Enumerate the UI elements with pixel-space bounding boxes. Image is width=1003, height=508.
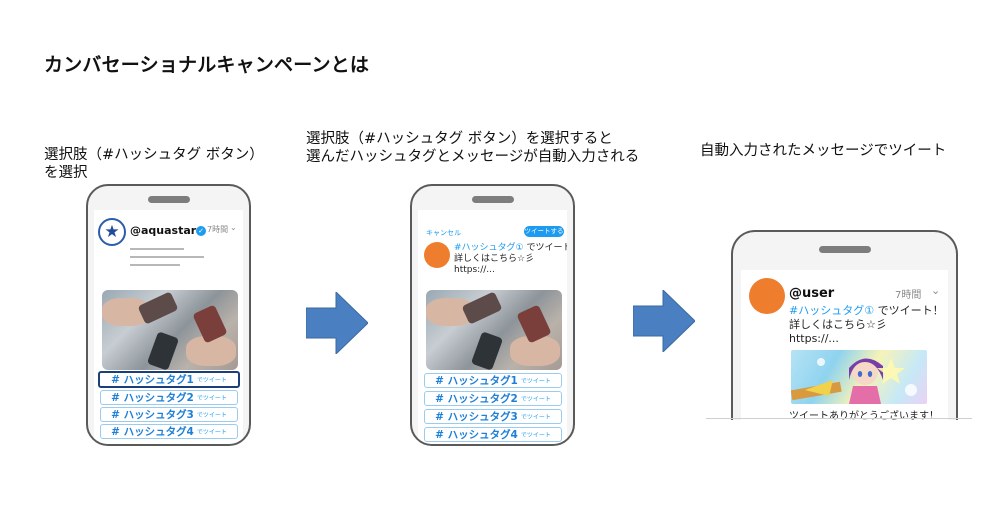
step1-caption-line1: 選択肢（#ハッシュタグ ボタン） [44,147,264,163]
tweet-photo [426,290,562,370]
user-avatar [749,278,785,314]
step1-caption-line2: を選択 [44,165,88,181]
right-arrow-icon [633,290,695,352]
composed-tweet-text[interactable]: #ハッシュタグ① でツイート！ 詳しくはこちら☆彡 https://... [454,243,567,276]
hashtag-suffix: でツイート [520,414,551,421]
tweet-text-line3: https://... [454,265,495,275]
step2-caption-line2: 選んだハッシュタグとメッセージが自動入力される [306,149,640,165]
phone-speaker [148,196,190,203]
aquastar-logo-icon: ★ [98,218,126,246]
hashtag-suffix: でツイート [196,412,227,419]
hashtag-suffix: でツイート [520,378,551,385]
hashtag-button-4[interactable]: # ハッシュタグ4 でツイート [100,424,238,439]
hashtag-label: # ハッシュタグ4 [111,426,194,438]
phone-3: @user 7時間 ⌄ #ハッシュタグ① でツイート！ 詳しくはこちら☆彡 ht… [731,230,958,420]
hashtag-suffix: でツイート [196,429,227,436]
chevron-down-icon[interactable]: ⌄ [230,223,237,232]
tweet-text-line2: 詳しくはこちら☆彡 [789,318,887,331]
hashtag-label: # ハッシュタグ2 [111,392,194,404]
hashtag-suffix: でツイート [520,432,551,439]
account-handle: @user [789,286,835,301]
smartphone-shape [470,331,504,370]
hashtag-label: # ハッシュタグ2 [435,393,518,405]
tweet-text-line3: https://... [789,332,839,345]
hashtag-suffix: でツイート [520,396,551,403]
smartphone-shape [146,331,180,370]
hashtag-text: #ハッシュタグ① [789,304,875,317]
tweet-submit-button[interactable]: ツイートする [524,226,564,237]
hashtag-label: # ハッシュタグ3 [111,409,194,421]
hashtag-label: # ハッシュタグ3 [435,411,518,423]
step2-caption: 選択肢（#ハッシュタグ ボタン）を選択すると 選んだハッシュタグとメッセージが自… [306,130,639,166]
step3-caption: 自動入力されたメッセージでツイート [700,142,946,160]
hashtag-text: #ハッシュタグ① [454,243,524,253]
hashtag-suffix: でツイート [196,395,227,402]
tweet-text-rest: でツイート！ [526,243,568,253]
text-placeholder-line [130,248,184,250]
tweet-text-rest: でツイート！ [877,304,944,317]
phone-1-screen: ★ @aquastar ✓ 7時間 ⌄ # ハッシュタグ1 でツイート # ハッ… [94,210,243,444]
phone-speaker [472,196,514,203]
hashtag-button-2[interactable]: # ハッシュタグ2 でツイート [424,391,562,406]
reply-text: ツイートありがとうございます！ [789,411,939,420]
hashtag-button-1[interactable]: # ハッシュタグ1 でツイート [98,371,240,388]
hashtag-label: # ハッシュタグ1 [435,375,518,387]
verified-icon: ✓ [196,226,206,236]
step2-caption-line1: 選択肢（#ハッシュタグ ボタン）を選択すると [306,131,613,147]
phone-3-screen: @user 7時間 ⌄ #ハッシュタグ① でツイート！ 詳しくはこちら☆彡 ht… [741,270,948,420]
hashtag-button-3[interactable]: # ハッシュタグ3 でツイート [424,409,562,424]
chevron-down-icon[interactable]: ⌄ [931,284,941,297]
text-placeholder-line [130,264,180,266]
posted-tweet-text: #ハッシュタグ① でツイート！ 詳しくはこちら☆彡 https://... [789,304,944,346]
tweet-time: 7時間 [207,225,229,234]
hashtag-button-3[interactable]: # ハッシュタグ3 でツイート [100,407,238,422]
hashtag-label: # ハッシュタグ4 [435,429,518,441]
phone-speaker [819,246,871,253]
text-placeholder-line [130,256,204,258]
step3-caption-line1: 自動入力されたメッセージでツイート [700,143,947,159]
tweet-photo [102,290,238,370]
cancel-button[interactable]: キャンセル [426,229,461,237]
phone-2: キャンセル ツイートする #ハッシュタグ① でツイート！ 詳しくはこちら☆彡 h… [410,184,575,446]
page-title: カンバセーショナルキャンペーンとは [44,54,370,76]
hashtag-suffix: でツイート [196,377,227,384]
tweet-time: 7時間 [895,290,922,301]
step1-caption: 選択肢（#ハッシュタグ ボタン） を選択 [44,146,264,182]
tweet-text-line2: 詳しくはこちら☆彡 [454,254,535,264]
hashtag-button-2[interactable]: # ハッシュタグ2 でツイート [100,390,238,405]
divider [706,418,972,419]
hashtag-button-4[interactable]: # ハッシュタグ4 でツイート [424,427,562,442]
phone-2-screen: キャンセル ツイートする #ハッシュタグ① でツイート！ 詳しくはこちら☆彡 h… [418,210,567,444]
account-handle: @aquastar [130,224,197,237]
hashtag-button-1[interactable]: # ハッシュタグ1 でツイート [424,373,562,388]
anime-illustration [791,358,917,404]
tweet-image-anime-character [791,350,927,404]
right-arrow-icon [306,292,368,354]
user-avatar [424,242,450,268]
smartphone-shape [137,291,179,325]
hashtag-label: # ハッシュタグ1 [111,374,194,386]
smartphone-shape [461,291,503,325]
phone-1: ★ @aquastar ✓ 7時間 ⌄ # ハッシュタグ1 でツイート # ハッ… [86,184,251,446]
